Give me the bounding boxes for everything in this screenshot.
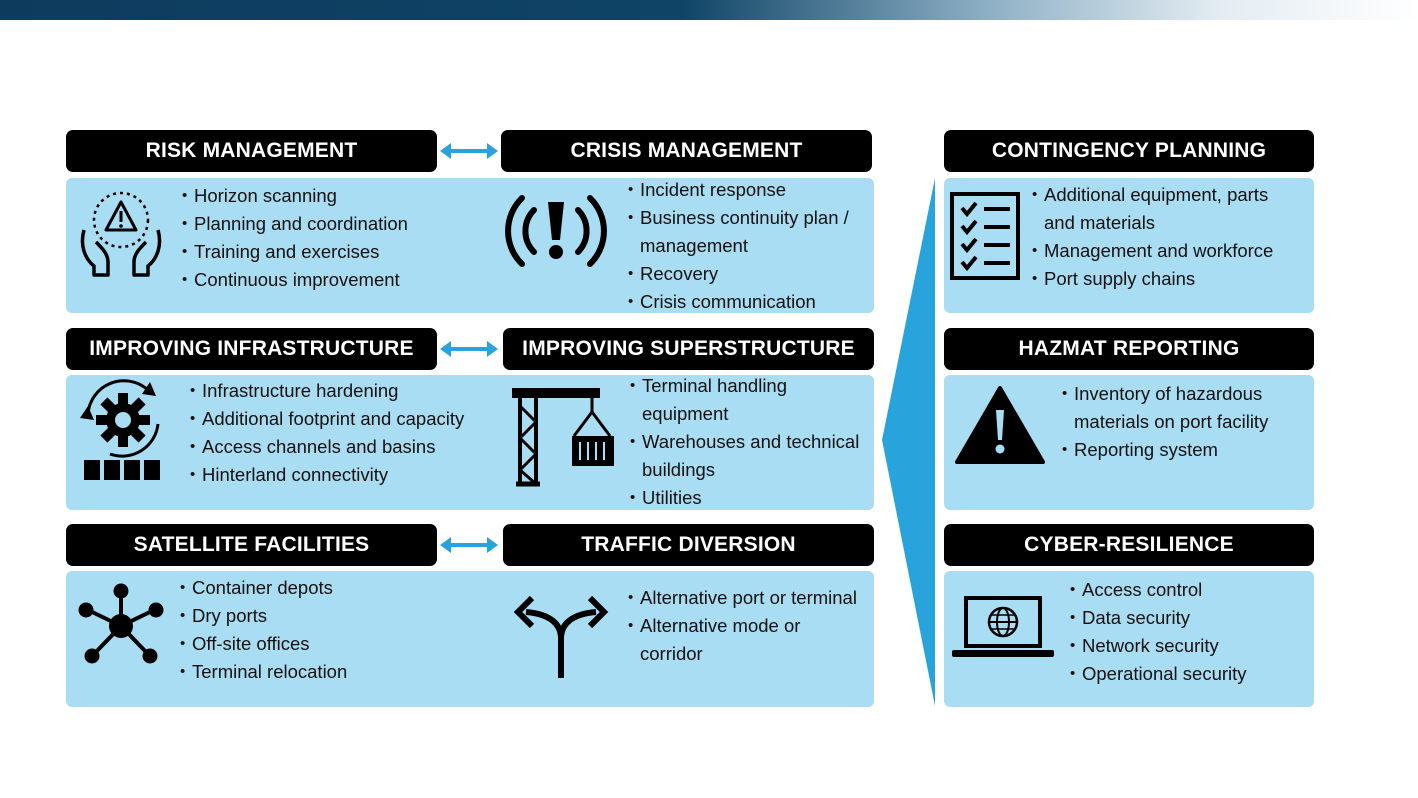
list-item: Planning and coordination [182, 210, 482, 238]
list-item: Alternative mode or corridor [628, 612, 864, 668]
header-improving-infrastructure: IMPROVING INFRASTRUCTURE [66, 328, 437, 370]
list-item: Reporting system [1062, 436, 1302, 464]
list-hazmat-reporting: Inventory of hazardous materials on port… [1062, 380, 1302, 464]
list-improving-infrastructure: Infrastructure hardening Additional foot… [190, 377, 500, 489]
network-hub-icon [78, 583, 164, 664]
list-item: Off-site offices [180, 630, 480, 658]
list-improving-superstructure: Terminal handling equipment Warehouses a… [630, 372, 866, 512]
laptop-globe-icon [952, 596, 1054, 657]
list-item: Infrastructure hardening [190, 377, 500, 405]
top-banner [0, 0, 1418, 20]
list-item: Incident response [628, 176, 868, 204]
header-satellite-facilities: SATELLITE FACILITIES [66, 524, 437, 566]
crane-container-icon [512, 388, 614, 487]
list-satellite-facilities: Container depots Dry ports Off-site offi… [180, 574, 480, 686]
alarm-exclamation-icon [505, 195, 607, 267]
list-item: Recovery [628, 260, 868, 288]
list-item: Data security [1070, 604, 1306, 632]
list-item: Network security [1070, 632, 1306, 660]
list-item: Training and exercises [182, 238, 482, 266]
list-item: Hinterland connectivity [190, 461, 500, 489]
list-item: Utilities [630, 484, 866, 512]
list-item: Access control [1070, 576, 1306, 604]
list-item: Port supply chains [1032, 265, 1302, 293]
hazard-triangle-icon [955, 386, 1045, 464]
list-item: Terminal handling equipment [630, 372, 866, 428]
list-risk-management: Horizon scanning Planning and coordinati… [182, 182, 482, 294]
list-item: Crisis communication [628, 288, 868, 316]
list-item: Operational security [1070, 660, 1306, 688]
header-crisis-management: CRISIS MANAGEMENT [501, 130, 872, 172]
header-hazmat-reporting: HAZMAT REPORTING [944, 328, 1314, 370]
list-item: Horizon scanning [182, 182, 482, 210]
list-item: Terminal relocation [180, 658, 480, 686]
list-item: Additional equipment, parts and material… [1032, 181, 1302, 237]
list-item: Additional footprint and capacity [190, 405, 500, 433]
list-contingency-planning: Additional equipment, parts and material… [1032, 181, 1302, 293]
hands-warning-icon [80, 191, 162, 277]
list-cyber-resilience: Access control Data security Network sec… [1070, 576, 1306, 688]
header-cyber-resilience: CYBER-RESILIENCE [944, 524, 1314, 566]
list-item: Business continuity plan / management [628, 204, 868, 260]
list-item: Management and workforce [1032, 237, 1302, 265]
list-item: Access channels and basins [190, 433, 500, 461]
list-item: Warehouses and technical buildings [630, 428, 866, 484]
list-item: Continuous improvement [182, 266, 482, 294]
header-traffic-diversion: TRAFFIC DIVERSION [503, 524, 874, 566]
header-risk-management: RISK MANAGEMENT [66, 130, 437, 172]
connector-wedge [882, 178, 935, 706]
list-item: Container depots [180, 574, 480, 602]
split-arrow-icon [513, 595, 609, 678]
list-item: Dry ports [180, 602, 480, 630]
double-arrow-row3 [440, 537, 498, 553]
list-traffic-diversion: Alternative port or terminal Alternative… [628, 584, 864, 668]
double-arrow-row2 [440, 341, 498, 357]
gear-cycle-icon [80, 379, 160, 480]
checklist-icon [950, 192, 1020, 280]
list-crisis-management: Incident response Business continuity pl… [628, 176, 868, 316]
list-item: Inventory of hazardous materials on port… [1062, 380, 1302, 436]
header-improving-superstructure: IMPROVING SUPERSTRUCTURE [503, 328, 874, 370]
header-contingency-planning: CONTINGENCY PLANNING [944, 130, 1314, 172]
double-arrow-row1 [440, 143, 498, 159]
list-item: Alternative port or terminal [628, 584, 864, 612]
